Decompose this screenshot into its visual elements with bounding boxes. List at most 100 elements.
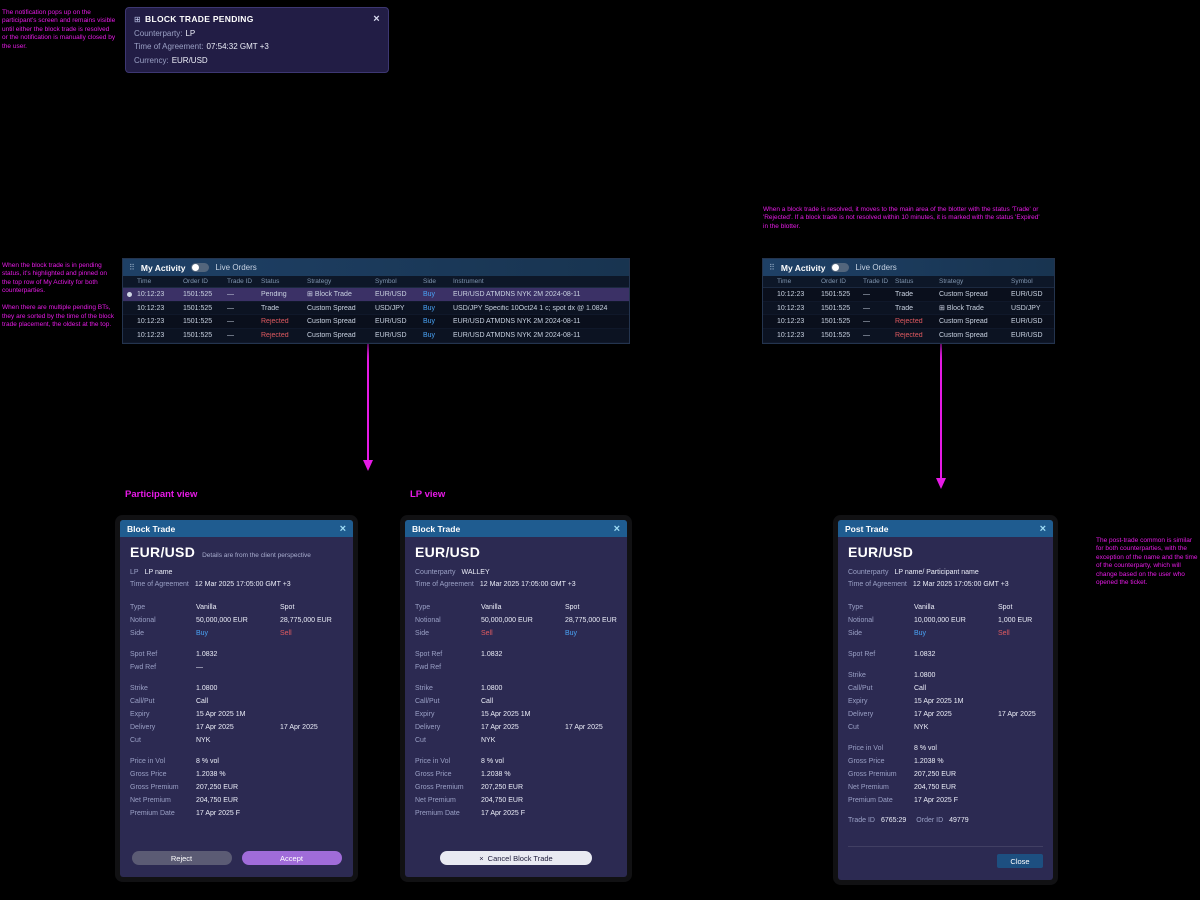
reject-button[interactable]: Reject xyxy=(131,851,232,865)
column-header-trade-id[interactable]: Trade ID xyxy=(227,278,253,285)
cell-strategy: Custom Spread xyxy=(307,331,356,339)
annotation-right-table-note: When a block trade is resolved, it moves… xyxy=(763,206,1040,230)
close-icon[interactable]: × xyxy=(1039,522,1046,535)
cell-status: Rejected xyxy=(261,318,289,326)
close-icon[interactable]: × xyxy=(613,522,620,535)
cell-time: 10:12:23 xyxy=(137,290,165,298)
cell-order-id: 1501:525 xyxy=(183,331,213,339)
panel-titlebar[interactable]: ⠿ My Activity Live Orders xyxy=(123,259,629,276)
cell-order-id: 1501:525 xyxy=(183,304,213,312)
close-icon[interactable]: × xyxy=(373,13,380,25)
cell-strategy: ⊞Block Trade xyxy=(939,305,984,313)
column-header-time[interactable]: Time xyxy=(777,278,792,285)
cell-trade-id: — xyxy=(227,304,234,312)
toggle-knob xyxy=(192,264,200,271)
participant-view-label: Participant view xyxy=(125,489,198,500)
annotation-arrow-head xyxy=(363,460,373,471)
dialog-header[interactable]: Block Trade × xyxy=(405,520,627,537)
live-orders-toggle[interactable] xyxy=(831,263,850,272)
cell-time: 10:12:23 xyxy=(777,290,805,298)
toast-time: Time of Agreement:07:54:32 GMT +3 xyxy=(134,42,269,51)
drag-handle-icon[interactable]: ⠿ xyxy=(129,262,135,272)
column-header-instrument[interactable]: Instrument xyxy=(453,278,484,285)
annotation-arrow xyxy=(367,296,369,460)
panel-title: My Activity xyxy=(140,262,186,273)
cell-time: 10:12:23 xyxy=(137,304,165,312)
toggle-knob xyxy=(832,264,840,271)
dialog-header[interactable]: Block Trade × xyxy=(120,520,353,537)
live-orders-toggle[interactable] xyxy=(191,263,210,272)
column-header-symbol[interactable]: Symbol xyxy=(375,278,397,285)
toast-currency: Currency:EUR/USD xyxy=(134,55,208,65)
column-header-trade-id[interactable]: Trade ID xyxy=(863,278,889,285)
cancel-block-trade-button[interactable]: × Cancel Block Trade xyxy=(440,851,592,865)
close-icon[interactable]: × xyxy=(339,522,346,535)
cell-status: Trade xyxy=(895,304,914,312)
column-header-strategy[interactable]: Strategy xyxy=(939,278,964,285)
close-button[interactable]: Close xyxy=(997,854,1043,868)
cell-time: 10:12:23 xyxy=(137,331,165,339)
toast-header: ⊞ BLOCK TRADE PENDING × xyxy=(134,13,380,25)
column-header-status[interactable]: Status xyxy=(261,278,280,285)
cancel-x-icon: × xyxy=(479,853,484,863)
field-row-fwd-ref: Fwd Ref— xyxy=(130,664,203,671)
block-trade-pending-toast: ⊞ BLOCK TRADE PENDING × Counterparty:LP … xyxy=(125,7,389,73)
panel-titlebar[interactable]: ⠿ My Activity Live Orders xyxy=(763,259,1054,276)
cell-instrument: EUR/USD ATMDNS NYK 2M 2024-08-11 xyxy=(453,290,581,298)
accept-button[interactable]: Accept xyxy=(241,851,342,865)
trade-order-ids: Trade ID 6765:29 Order ID 49779 xyxy=(848,817,969,824)
column-header-side[interactable]: Side xyxy=(423,278,437,285)
column-header-status[interactable]: Status xyxy=(895,278,914,285)
annotation-toast-note: The notification pops up on the particip… xyxy=(2,9,116,50)
block-trade-icon: ⊞ xyxy=(307,291,313,299)
column-header-symbol[interactable]: Symbol xyxy=(1011,278,1033,285)
column-header-strategy[interactable]: Strategy xyxy=(307,278,332,285)
drag-handle-icon[interactable]: ⠿ xyxy=(769,262,775,272)
cell-status: Rejected xyxy=(895,318,923,326)
annotation-left-table-note: When the block trade is in pending statu… xyxy=(2,262,115,329)
currency-pair: EUR/USD xyxy=(415,544,481,560)
column-header-time[interactable]: Time xyxy=(137,278,152,285)
cell-time: 10:12:23 xyxy=(777,318,805,326)
cell-order-id: 1501:525 xyxy=(183,290,213,298)
cell-instrument: EUR/USD ATMDNS NYK 2M 2024-08-11 xyxy=(453,318,581,326)
my-activity-panel-right: ⠿ My Activity Live Orders Time Order ID Tr… xyxy=(762,258,1055,344)
column-header-order-id[interactable]: Order ID xyxy=(821,278,846,285)
column-header-order-id[interactable]: Order ID xyxy=(183,278,208,285)
dialog-header[interactable]: Post Trade × xyxy=(838,520,1053,537)
cell-trade-id: — xyxy=(227,331,234,339)
